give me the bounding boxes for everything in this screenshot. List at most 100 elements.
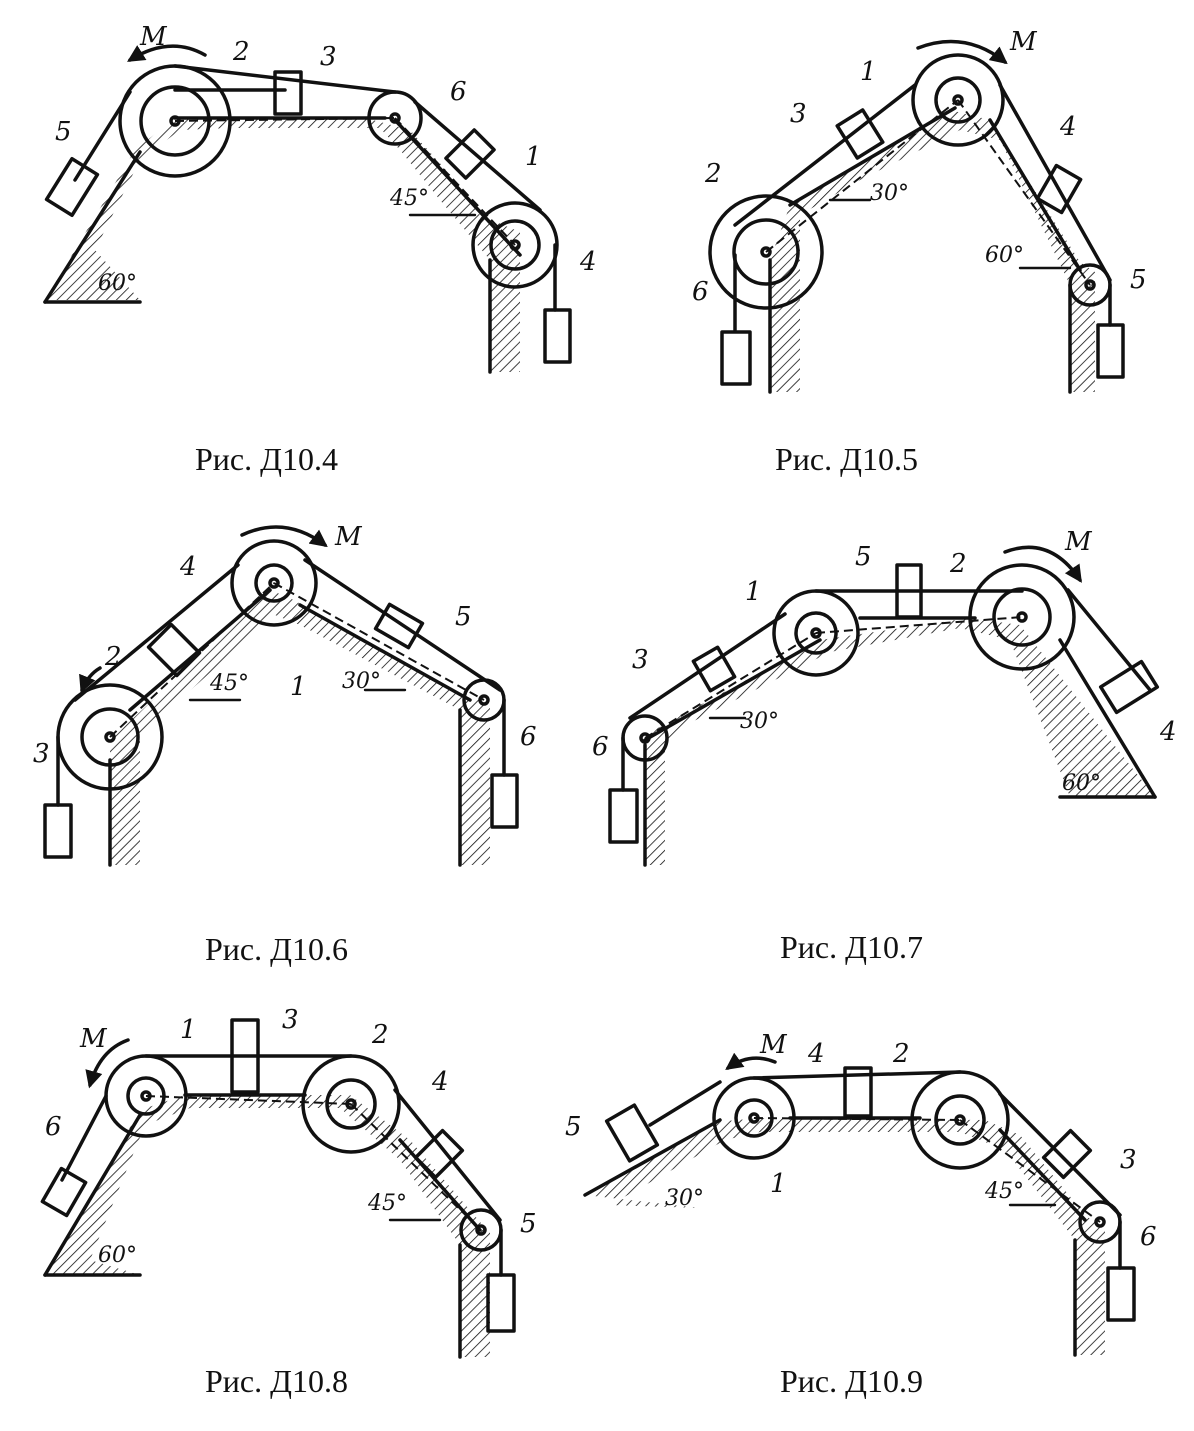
pulley-2-inner (992, 587, 1052, 647)
label-5: 5 (1130, 265, 1147, 295)
body-5 (895, 563, 923, 619)
label-5: 5 (455, 602, 472, 632)
body-6 (490, 773, 519, 829)
angle-label: 45° (984, 1179, 1024, 1204)
figure-caption: Рис. Д10.5 (775, 441, 918, 477)
label-3: 3 (1120, 1145, 1137, 1175)
incline-60 (988, 118, 1082, 272)
label-6: 6 (1140, 1222, 1157, 1252)
figure-caption: Рис. Д10.7 (780, 929, 923, 965)
label-moment: M (139, 22, 168, 52)
label-6: 6 (592, 732, 609, 762)
rotation-arrow (79, 666, 102, 694)
label-3: 3 (790, 99, 807, 129)
angle-label: 45° (209, 671, 249, 696)
body-3 (835, 108, 885, 160)
pulley-1-inner (254, 563, 294, 603)
centerline (394, 117, 516, 246)
rope (303, 558, 502, 692)
angle-label: 45° (389, 186, 429, 211)
incline-30 (583, 1118, 722, 1197)
axle (952, 94, 964, 106)
axle (509, 239, 521, 251)
angle-label: 60° (985, 243, 1024, 268)
body-5 (373, 602, 425, 650)
moment-arrow (1003, 545, 1082, 583)
axle (268, 577, 280, 589)
rope (733, 83, 917, 227)
pulley-1-outer (230, 539, 318, 627)
incline-60 (1058, 638, 1157, 799)
incline-45 (998, 1128, 1087, 1222)
label-4: 4 (807, 1039, 825, 1069)
label-6: 6 (45, 1112, 62, 1142)
label-4: 4 (1059, 112, 1077, 142)
centerline (815, 616, 1023, 634)
label-moment: M (79, 1024, 108, 1054)
centerline (350, 1103, 482, 1231)
body-6 (40, 1166, 88, 1218)
centerline (644, 632, 817, 739)
centerline (959, 1119, 1101, 1223)
pulley-1-outer (911, 53, 1005, 147)
figure-d10-4: M 2 3 6 1 4 5 60° 45° Рис. Д10.4 (43, 22, 597, 477)
body-6 (444, 128, 496, 180)
label-moment: M (759, 1030, 788, 1060)
moment-arrow (85, 1038, 130, 1089)
body-6 (720, 330, 752, 386)
label-2: 2 (371, 1020, 389, 1050)
figure-d10-6: M 1 2 3 4 5 6 45° 30° Рис. Д10.6 (33, 522, 537, 967)
label-1: 1 (745, 577, 762, 607)
angle-label: 60° (98, 1243, 137, 1268)
body-3 (273, 70, 303, 116)
figure-d10-5: M 1 3 2 4 5 6 30° 60° Рис. Д10.5 (692, 27, 1147, 477)
label-5: 5 (520, 1209, 537, 1239)
incline-30 (643, 638, 822, 742)
label-3: 3 (320, 42, 337, 72)
label-moment: M (334, 522, 363, 552)
label-1: 1 (860, 57, 877, 87)
rope (1066, 588, 1152, 692)
label-6: 6 (520, 722, 537, 752)
label-6: 6 (450, 77, 467, 107)
pulley-2-outer (968, 563, 1076, 671)
figure-d10-9: M 1 2 3 4 5 6 30° 45° Рис. Д10.9 (565, 1030, 1157, 1399)
label-5: 5 (565, 1112, 582, 1142)
figure-caption: Рис. Д10.6 (205, 931, 348, 967)
rope (998, 83, 1112, 282)
figure-caption: Рис. Д10.9 (780, 1363, 923, 1399)
body-4 (543, 308, 572, 364)
centerline (273, 582, 485, 701)
label-2: 2 (892, 1039, 910, 1069)
label-3: 3 (282, 1005, 299, 1035)
label-5: 5 (55, 117, 72, 147)
incline-hatch (110, 590, 490, 865)
body-5 (486, 1273, 516, 1333)
incline-hatch (770, 110, 1095, 392)
moment-arrow (725, 1052, 777, 1071)
label-6: 6 (692, 277, 709, 307)
axle (104, 731, 116, 743)
figure-caption: Рис. Д10.4 (195, 441, 338, 477)
angle-label: 30° (870, 181, 909, 206)
pulley-1-inner (794, 611, 838, 655)
pulley-2-inner (732, 218, 800, 286)
label-2: 2 (704, 159, 722, 189)
moment-arrow (240, 525, 328, 548)
label-4: 4 (1159, 717, 1177, 747)
label-2: 2 (104, 642, 122, 672)
incline-30 (788, 106, 957, 207)
axle (475, 1224, 487, 1236)
pulley-1-inner (489, 219, 541, 271)
body-4 (1035, 163, 1083, 215)
body-4 (146, 622, 202, 678)
body-4 (1098, 659, 1160, 715)
label-1: 1 (180, 1015, 197, 1045)
angle-label: 60° (1062, 771, 1101, 796)
incline-60 (43, 150, 142, 304)
body-4 (843, 1066, 873, 1118)
rope (413, 100, 542, 212)
centerline (145, 1095, 352, 1105)
pulley-2-inner (80, 707, 140, 767)
centerline (957, 99, 1091, 286)
